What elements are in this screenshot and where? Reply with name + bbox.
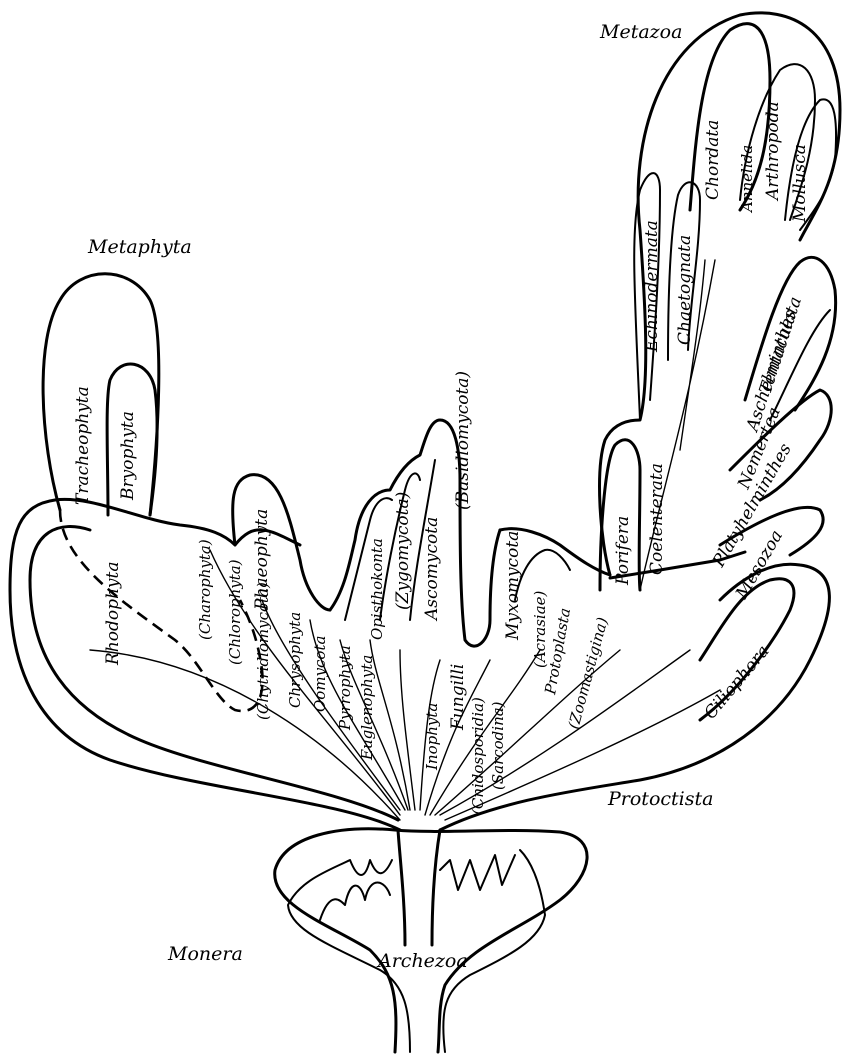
label-pyrrophyta: Pyrrophyta xyxy=(336,645,354,731)
label-charophyta: (Charophyta) xyxy=(196,539,214,640)
label-acrasiae: (Acrasiae) xyxy=(531,590,549,668)
label-inophyta: Inophyta xyxy=(423,703,441,771)
label-chordata: Chordata xyxy=(703,120,723,200)
label-porifera: Porifera xyxy=(613,516,633,586)
label-zygomycota: (Zygomycota) xyxy=(393,492,413,610)
label-cnidosporidia: (Cnidosporidia) xyxy=(469,697,487,815)
label-bryophyta: Bryophyta xyxy=(118,411,138,501)
kingdom-label-protoctista: Protoctista xyxy=(607,788,713,810)
label-mollusca: Mollusca xyxy=(790,144,810,223)
label-euglenophyta: Euglenophyta xyxy=(358,655,376,761)
label-tracheophyta: Tracheophyta xyxy=(73,386,93,505)
label-opisthokonta: Opisthokonta xyxy=(368,538,386,640)
label-fungilli: Fungilli xyxy=(448,664,468,731)
label-chytridiomycota: (Chytridiomycota) xyxy=(254,582,272,720)
label-chaetognata: Chaetognata xyxy=(675,235,695,345)
label-ascomycota: Ascomycota xyxy=(422,517,442,622)
label-chlorophyta: (Chlorophyta) xyxy=(226,559,244,665)
label-echinodermata: Echinodermata xyxy=(642,220,662,353)
label-rhodophyta: Rhodophyta xyxy=(103,561,123,666)
label-ciliophora: Ciliophora xyxy=(701,641,774,723)
label-annelida: Annelida xyxy=(738,145,756,214)
label-coelenterata: Coelenterata xyxy=(647,463,667,575)
label-oomycota: Oomycota xyxy=(311,636,329,712)
label-sarcodina: (Sarcodina) xyxy=(489,701,507,790)
label-basidiomycota: (Basidiomycota) xyxy=(453,371,473,510)
kingdom-label-metazoa: Metazoa xyxy=(599,21,682,43)
kingdom-label-metaphyta: Metaphyta xyxy=(87,236,192,258)
monera-waves xyxy=(320,883,390,921)
label-zoomastigina: (Zoomastigina) xyxy=(564,615,611,731)
metaphyta-outline xyxy=(43,274,159,515)
central-stem-left xyxy=(398,830,405,945)
central-stem-right xyxy=(432,830,440,945)
archezoa-zigzag xyxy=(440,855,515,890)
fungi-lobe-outline xyxy=(330,420,500,646)
phaeophyta-outline xyxy=(233,475,330,610)
label-myxomycota: Myxomycota xyxy=(503,531,523,641)
kingdom-label-monera: Monera xyxy=(167,943,243,965)
label-chrysophyta: Chrysophyta xyxy=(286,612,304,708)
kingdom-label-archezoa: Archezoa xyxy=(376,950,468,972)
label-arthropoda: Arthropoda xyxy=(763,101,783,202)
